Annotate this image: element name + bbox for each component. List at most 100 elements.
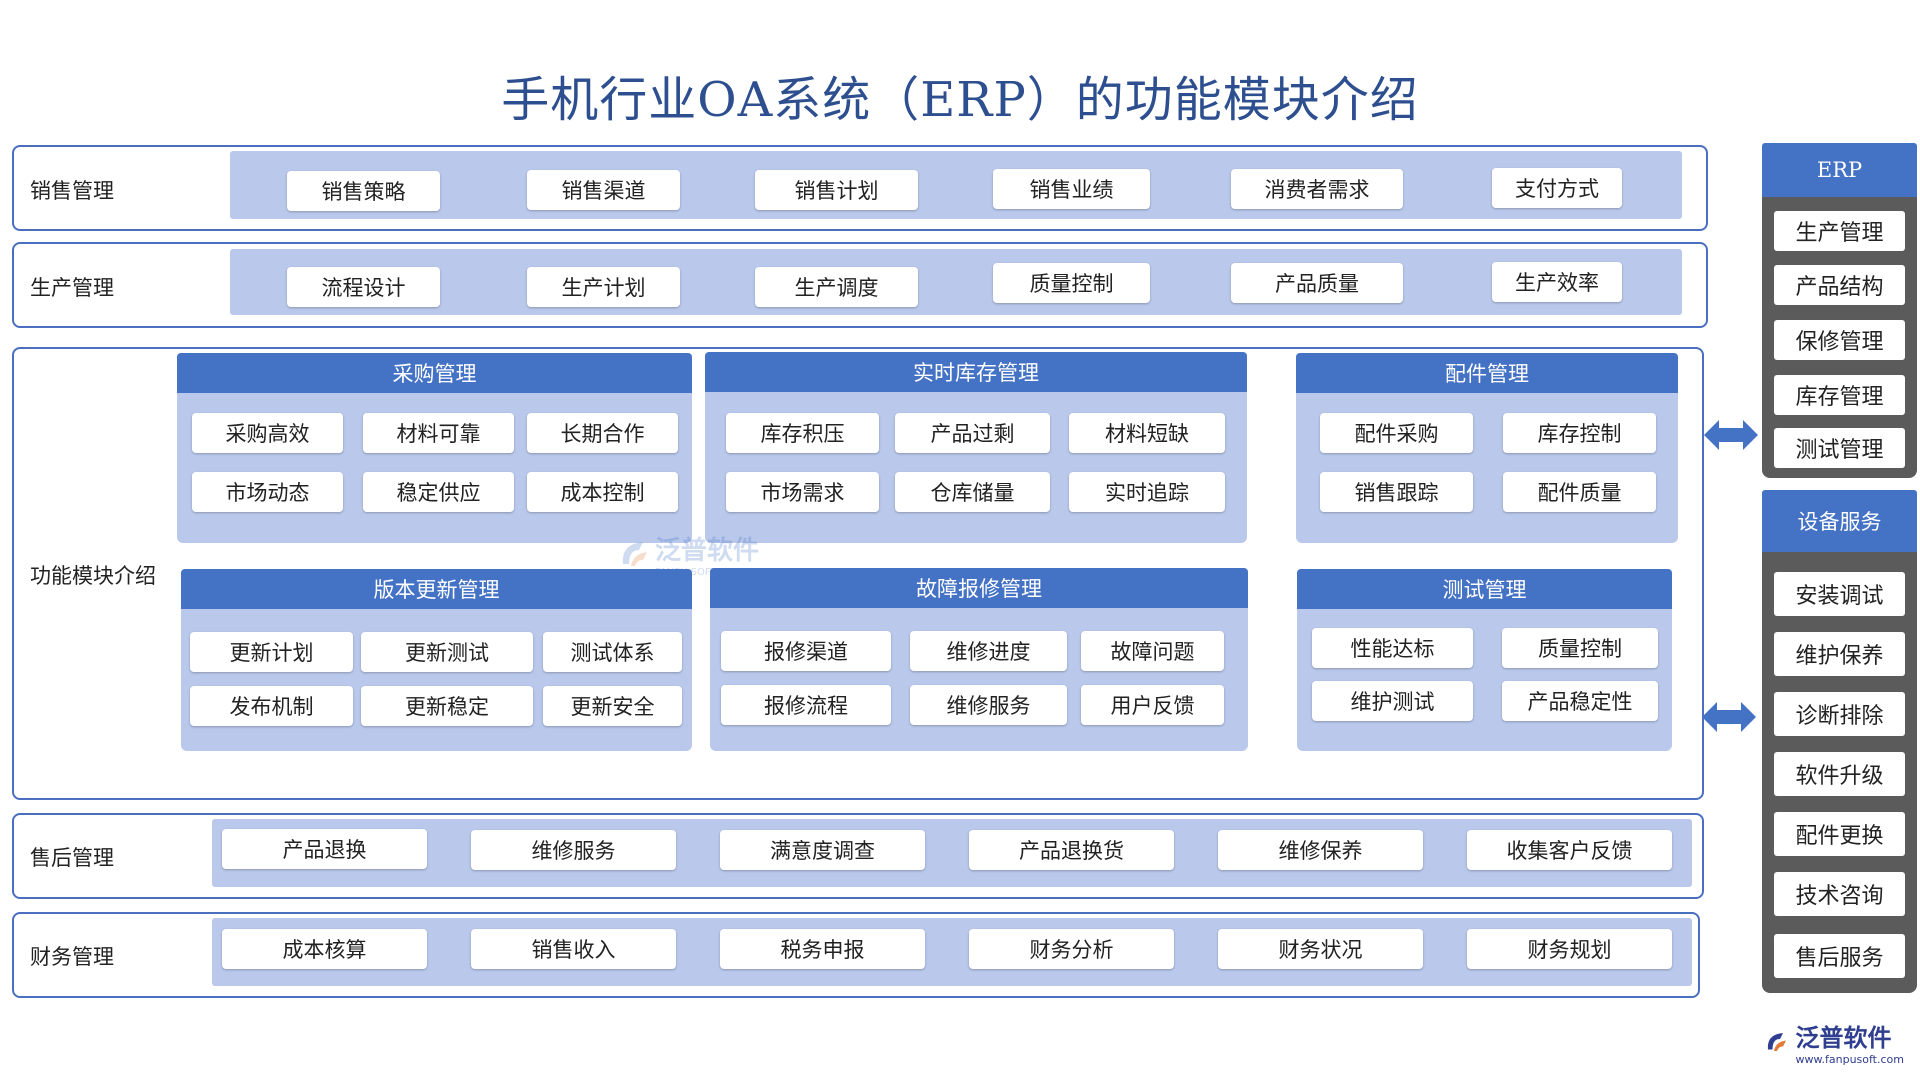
after-sales-item: 产品退换货 xyxy=(969,830,1174,870)
erp-panel-title: ERP xyxy=(1762,143,1917,197)
service-item: 技术咨询 xyxy=(1774,872,1905,916)
production-item: 生产计划 xyxy=(527,267,680,307)
module-inventory: 实时库存管理 库存积压 产品过剩 材料短缺 市场需求 仓库储量 实时追踪 xyxy=(705,352,1247,543)
module-item: 材料可靠 xyxy=(363,413,514,453)
module-version-update-title: 版本更新管理 xyxy=(181,569,692,609)
module-item: 报修流程 xyxy=(721,685,891,725)
module-item: 配件采购 xyxy=(1320,413,1473,453)
module-item: 维修服务 xyxy=(910,685,1067,725)
module-item: 库存控制 xyxy=(1503,413,1656,453)
module-item: 材料短缺 xyxy=(1069,413,1225,453)
module-item: 市场动态 xyxy=(192,472,343,512)
erp-item: 产品结构 xyxy=(1774,265,1905,305)
module-inventory-title: 实时库存管理 xyxy=(705,352,1247,392)
row-after-sales-label: 售后管理 xyxy=(30,846,114,870)
double-arrow-icon xyxy=(1702,702,1756,732)
module-item: 采购高效 xyxy=(192,413,343,453)
sales-item: 支付方式 xyxy=(1492,168,1622,208)
brand-logo-icon xyxy=(1767,1033,1786,1051)
row-sales-label: 销售管理 xyxy=(30,179,114,203)
finance-item: 税务申报 xyxy=(720,929,925,969)
service-item: 软件升级 xyxy=(1774,752,1905,796)
module-item: 更新稳定 xyxy=(361,686,533,726)
module-testing: 测试管理 性能达标 质量控制 维护测试 产品稳定性 xyxy=(1297,569,1672,751)
production-item: 质量控制 xyxy=(993,263,1150,303)
finance-item: 成本核算 xyxy=(222,929,427,969)
module-item: 发布机制 xyxy=(190,686,353,726)
after-sales-item: 产品退换 xyxy=(222,829,427,869)
module-item: 稳定供应 xyxy=(363,472,514,512)
production-item: 生产调度 xyxy=(755,267,918,307)
module-item: 产品过剩 xyxy=(895,413,1050,453)
finance-item: 财务状况 xyxy=(1218,929,1423,969)
watermark-text: 泛普软件 xyxy=(655,536,760,566)
after-sales-item: 维修服务 xyxy=(471,830,676,870)
module-item: 用户反馈 xyxy=(1081,685,1224,725)
module-item: 实时追踪 xyxy=(1069,472,1225,512)
finance-item: 财务分析 xyxy=(969,929,1174,969)
module-item: 维修进度 xyxy=(910,631,1067,671)
row-production-strip xyxy=(230,249,1682,315)
module-item: 质量控制 xyxy=(1502,628,1658,668)
module-item: 仓库储量 xyxy=(895,472,1050,512)
module-accessories-title: 配件管理 xyxy=(1296,353,1678,393)
module-item: 更新安全 xyxy=(543,686,682,726)
module-version-update: 版本更新管理 更新计划 更新测试 测试体系 发布机制 更新稳定 更新安全 xyxy=(181,569,692,751)
module-accessories: 配件管理 配件采购 库存控制 销售跟踪 配件质量 xyxy=(1296,353,1678,543)
module-item: 成本控制 xyxy=(527,472,678,512)
module-item: 更新测试 xyxy=(361,632,533,672)
finance-item: 销售收入 xyxy=(471,929,676,969)
erp-item: 生产管理 xyxy=(1774,211,1905,251)
erp-item: 库存管理 xyxy=(1774,375,1905,415)
brand-logo-url: www.fanpusoft.com xyxy=(1795,1053,1904,1066)
module-item: 库存积压 xyxy=(726,413,879,453)
watermark-sub: FANPU SOFTWARE xyxy=(655,567,747,578)
after-sales-item: 收集客户反馈 xyxy=(1467,830,1672,870)
sales-item: 销售渠道 xyxy=(527,170,680,210)
service-item: 配件更换 xyxy=(1774,812,1905,856)
sales-item: 销售策略 xyxy=(287,171,440,211)
after-sales-item: 满意度调查 xyxy=(720,830,925,870)
module-item: 性能达标 xyxy=(1312,628,1473,668)
production-item: 产品质量 xyxy=(1231,263,1403,303)
service-item: 售后服务 xyxy=(1774,934,1905,978)
finance-item: 财务规划 xyxy=(1467,929,1672,969)
module-item: 产品稳定性 xyxy=(1502,681,1658,721)
sales-item: 销售业绩 xyxy=(993,169,1150,209)
row-finance-strip xyxy=(212,918,1692,986)
production-item: 流程设计 xyxy=(287,267,440,307)
erp-item: 测试管理 xyxy=(1774,428,1905,468)
module-item: 配件质量 xyxy=(1503,472,1656,512)
module-procurement: 采购管理 采购高效 材料可靠 长期合作 市场动态 稳定供应 成本控制 xyxy=(177,353,692,543)
module-procurement-title: 采购管理 xyxy=(177,353,692,393)
after-sales-item: 维修保养 xyxy=(1218,830,1423,870)
page-title: 手机行业OA系统（ERP）的功能模块介绍 xyxy=(501,72,1419,128)
watermark-logo-icon xyxy=(622,542,647,566)
production-item: 生产效率 xyxy=(1492,262,1622,302)
service-item: 安装调试 xyxy=(1774,572,1905,616)
module-item: 销售跟踪 xyxy=(1320,472,1473,512)
module-testing-title: 测试管理 xyxy=(1297,569,1672,609)
row-production-label: 生产管理 xyxy=(30,276,114,300)
module-item: 维护测试 xyxy=(1312,681,1473,721)
erp-item: 保修管理 xyxy=(1774,320,1905,360)
row-function-modules-label: 功能模块介绍 xyxy=(30,564,156,588)
device-service-panel: 设备服务 安装调试 维护保养 诊断排除 软件升级 配件更换 技术咨询 售后服务 xyxy=(1762,490,1917,993)
brand-logo: 泛普软件 www.fanpusoft.com xyxy=(1762,1018,1904,1066)
module-item: 测试体系 xyxy=(543,632,682,672)
double-arrow-icon xyxy=(1704,420,1758,450)
module-repair-title: 故障报修管理 xyxy=(710,568,1248,608)
sales-item: 消费者需求 xyxy=(1231,169,1403,209)
sales-item: 销售计划 xyxy=(755,170,918,210)
watermark: 泛普软件 FANPU SOFTWARE xyxy=(615,530,759,578)
device-service-panel-title: 设备服务 xyxy=(1762,490,1917,552)
erp-panel: ERP 生产管理 产品结构 保修管理 库存管理 测试管理 xyxy=(1762,143,1917,478)
row-after-sales-strip xyxy=(212,819,1692,887)
row-finance-label: 财务管理 xyxy=(30,945,114,969)
service-item: 维护保养 xyxy=(1774,632,1905,676)
service-item: 诊断排除 xyxy=(1774,692,1905,736)
module-repair: 故障报修管理 报修渠道 维修进度 故障问题 报修流程 维修服务 用户反馈 xyxy=(710,568,1248,751)
module-item: 长期合作 xyxy=(527,413,678,453)
module-item: 更新计划 xyxy=(190,632,353,672)
row-sales-strip xyxy=(230,151,1682,219)
